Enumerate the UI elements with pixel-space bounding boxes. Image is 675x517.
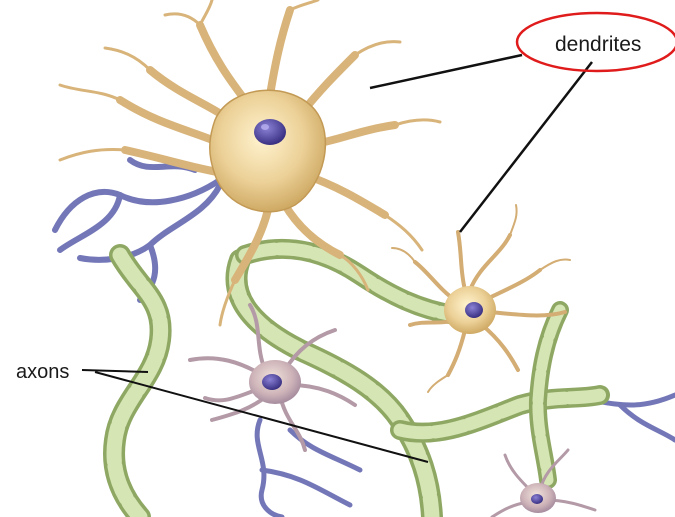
purple-neuron-nucleus [262, 374, 282, 390]
large-neuron-nucleus [254, 119, 286, 145]
axons-label: axons [16, 361, 69, 383]
small-neuron-nucleus [465, 302, 483, 318]
dendrites-label: dendrites [555, 33, 641, 56]
